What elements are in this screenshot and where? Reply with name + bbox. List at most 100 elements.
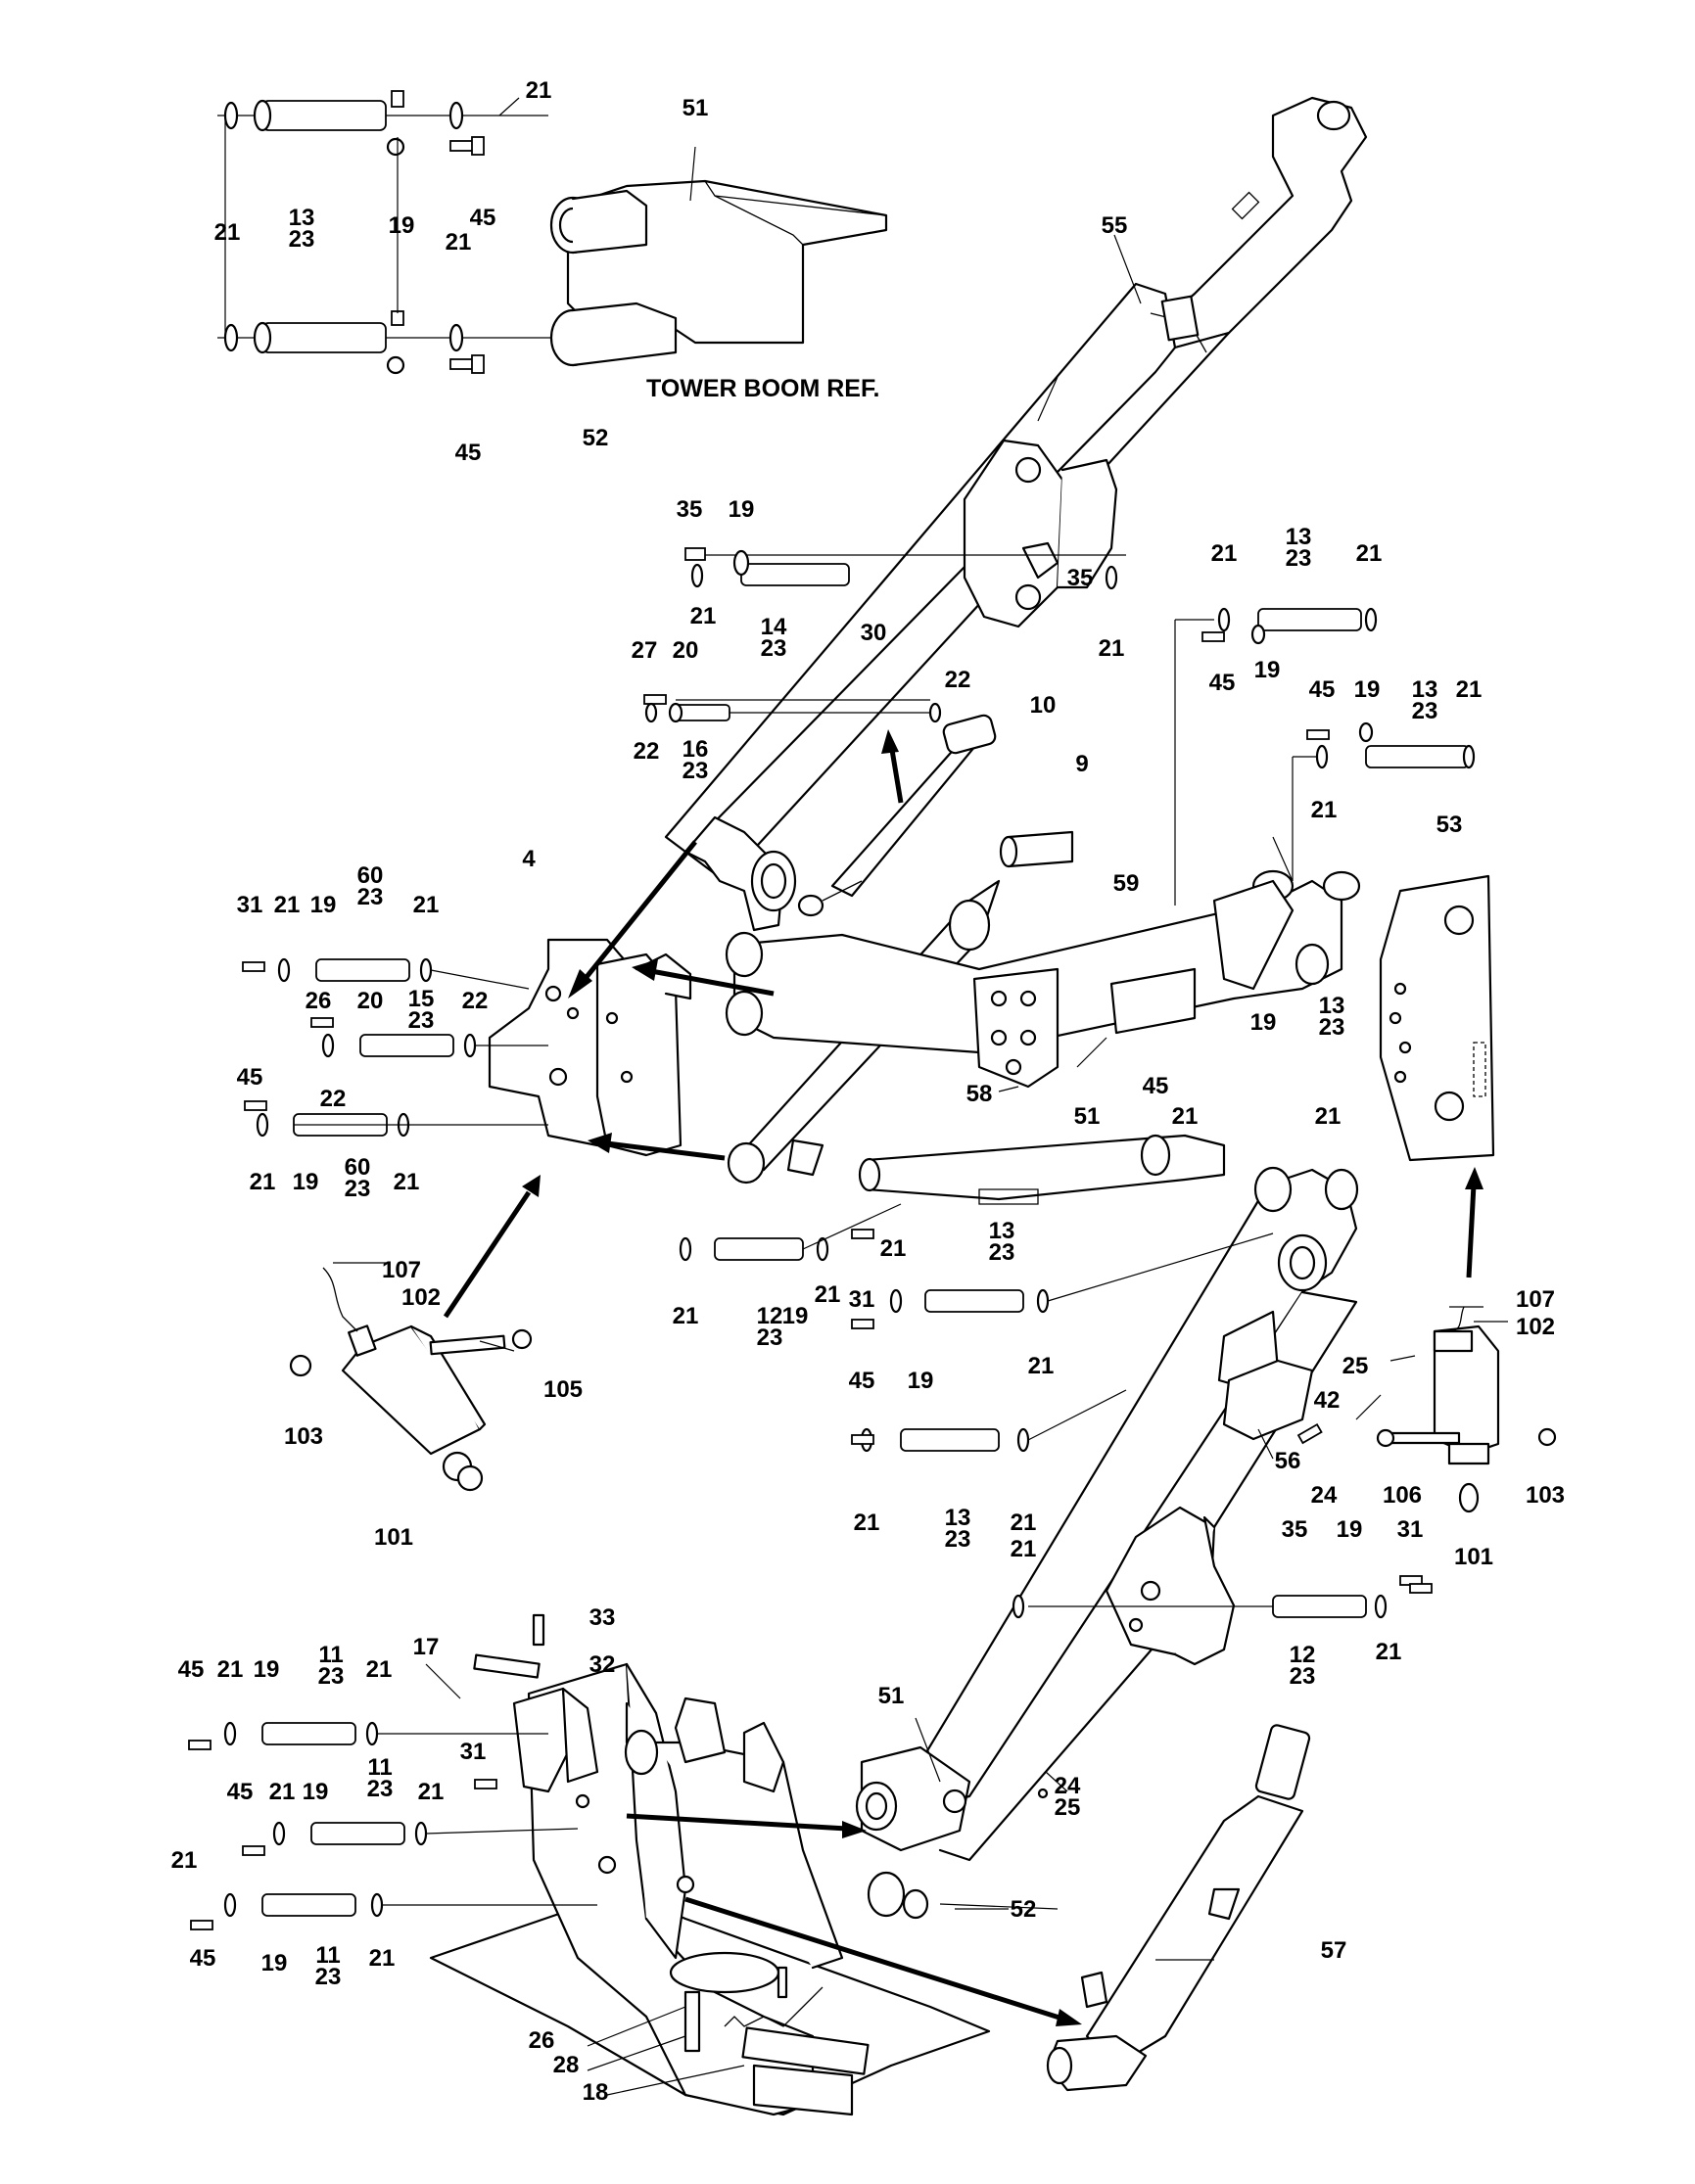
callout-c54-line-0: 13 — [1319, 993, 1345, 1019]
callout-c57-line-0: 21 — [1315, 1103, 1342, 1130]
callout-c32-line-0: 13 — [1412, 676, 1438, 703]
callout-c62-line-0: 103 — [284, 1423, 323, 1450]
callout-c33-line-0: 21 — [1456, 676, 1483, 703]
callout-c93: 33 — [589, 1604, 616, 1631]
callout-c42-line-0: 21 — [413, 892, 440, 918]
callout-c111-line-0: 21 — [369, 1945, 396, 1972]
callout-c58: 51 — [1074, 1103, 1101, 1130]
callout-c109: 19 — [261, 1950, 288, 1976]
callout-c103-line-0: 45 — [227, 1779, 254, 1805]
callout-c50: 19 — [293, 1169, 319, 1195]
callout-c72: 21 — [1028, 1353, 1055, 1379]
callout-c43-line-0: 26 — [306, 988, 332, 1014]
callout-c87-line-0: 21 — [1011, 1536, 1037, 1562]
callout-c8-line-0: 45 — [455, 440, 482, 466]
callout-c83-line-0: 102 — [1516, 1314, 1555, 1340]
callout-c74-line-0: 19 — [908, 1368, 934, 1394]
callout-c37-line-0: 59 — [1113, 870, 1140, 897]
callout-c67: 19 — [782, 1303, 809, 1329]
callout-c112: 51 — [878, 1683, 905, 1709]
callout-c86: 101 — [1454, 1544, 1493, 1570]
callout-c29-line-0: 19 — [1254, 657, 1281, 683]
callout-c76-line-0: 13 — [945, 1505, 971, 1531]
callout-c80-line-0: 56 — [1275, 1448, 1301, 1474]
callout-c95-line-0: 17 — [413, 1634, 440, 1660]
callout-c43: 26 — [306, 988, 332, 1014]
callout-c84: 106 — [1383, 1482, 1422, 1509]
callout-c97-line-0: 21 — [217, 1656, 244, 1683]
callout-c16-line-0: 21 — [1099, 635, 1125, 662]
callout-c34: 21 — [1311, 797, 1338, 823]
callout-c25-line-0: 21 — [1211, 540, 1238, 567]
callout-c6-line-0: 45 — [470, 205, 496, 231]
callout-c55: 45 — [1143, 1073, 1169, 1099]
callout-c86-line-0: 101 — [1454, 1544, 1493, 1570]
callout-c110-line-0: 11 — [315, 1942, 340, 1969]
callout-c13: 35 — [1067, 565, 1094, 591]
callout-c38-line-0: 31 — [237, 892, 263, 918]
callout-c70: 21 — [880, 1235, 907, 1262]
callout-c113-line-0: 24 — [1055, 1773, 1081, 1799]
callout-c98-line-0: 19 — [254, 1656, 280, 1683]
callout-c26-line-1: 23 — [1286, 545, 1312, 572]
callout-c44: 20 — [357, 988, 384, 1014]
cylinder-57 — [1046, 1724, 1311, 2092]
callout-c60: 107 — [382, 1257, 421, 1283]
callout-c8: 45 — [455, 440, 482, 466]
callout-c117: 28 — [553, 2052, 580, 2078]
side-plate-53 — [1379, 874, 1495, 1162]
callout-c45-line-1: 23 — [408, 1007, 435, 1034]
callout-c75: 21 — [854, 1510, 880, 1536]
callout-c115-line-0: 57 — [1321, 1937, 1347, 1964]
callout-c93-line-0: 33 — [589, 1604, 616, 1631]
callout-c79: 42 — [1314, 1387, 1341, 1414]
callout-c104-line-0: 21 — [269, 1779, 296, 1805]
callout-c11-line-0: 35 — [677, 496, 703, 523]
callout-c112-line-0: 51 — [878, 1683, 905, 1709]
callout-c118: 18 — [583, 2079, 609, 2106]
callout-c52: 21 — [394, 1169, 420, 1195]
callout-c79-line-0: 42 — [1314, 1387, 1341, 1414]
callout-c90: 31 — [1397, 1516, 1424, 1543]
callout-c28-line-0: 45 — [1209, 670, 1236, 696]
callout-c101-line-0: 11 — [367, 1754, 392, 1781]
callout-c61: 102 — [401, 1284, 441, 1311]
callout-c17: 27 — [632, 637, 658, 664]
turret-base — [429, 1613, 991, 2116]
callout-c103: 45 — [227, 1779, 254, 1805]
callout-c51-line-1: 23 — [345, 1176, 371, 1202]
callout-c89: 19 — [1337, 1516, 1363, 1543]
callout-c114-line-0: 52 — [1011, 1896, 1037, 1923]
tower-boom-ref-caption: TOWER BOOM REF. — [646, 375, 879, 402]
callout-c68-line-0: 21 — [815, 1281, 841, 1308]
callout-c4-line-1: 23 — [289, 226, 315, 253]
callout-c58-line-0: 51 — [1074, 1103, 1101, 1130]
callout-c27: 21 — [1356, 540, 1383, 567]
callout-c96: 45 — [178, 1656, 205, 1683]
callout-c31: 19 — [1354, 676, 1381, 703]
callout-c1: 21 — [526, 77, 552, 104]
callout-c59: 58 — [966, 1081, 993, 1107]
callout-c106-line-0: 21 — [418, 1779, 445, 1805]
explode-arrows — [443, 729, 1483, 2026]
callout-c107: 21 — [171, 1847, 198, 1874]
callout-c20-line-0: 22 — [945, 667, 971, 693]
callout-c29: 19 — [1254, 657, 1281, 683]
callout-c34-line-0: 21 — [1311, 797, 1338, 823]
callout-c59-line-0: 58 — [966, 1081, 993, 1107]
callout-c94: 32 — [589, 1651, 616, 1678]
callout-c65-line-0: 21 — [673, 1303, 699, 1329]
callout-c23-line-0: 10 — [1030, 692, 1057, 719]
callout-leaders — [333, 97, 1508, 2096]
callout-c53-line-0: 19 — [1250, 1009, 1277, 1036]
callout-c83: 102 — [1516, 1314, 1555, 1340]
callout-c60-line-0: 107 — [382, 1257, 421, 1283]
callout-c5-line-0: 19 — [389, 212, 415, 239]
callout-c116-line-0: 26 — [529, 2027, 555, 2054]
callout-c95: 17 — [413, 1634, 440, 1660]
callout-c57: 21 — [1315, 1103, 1342, 1130]
